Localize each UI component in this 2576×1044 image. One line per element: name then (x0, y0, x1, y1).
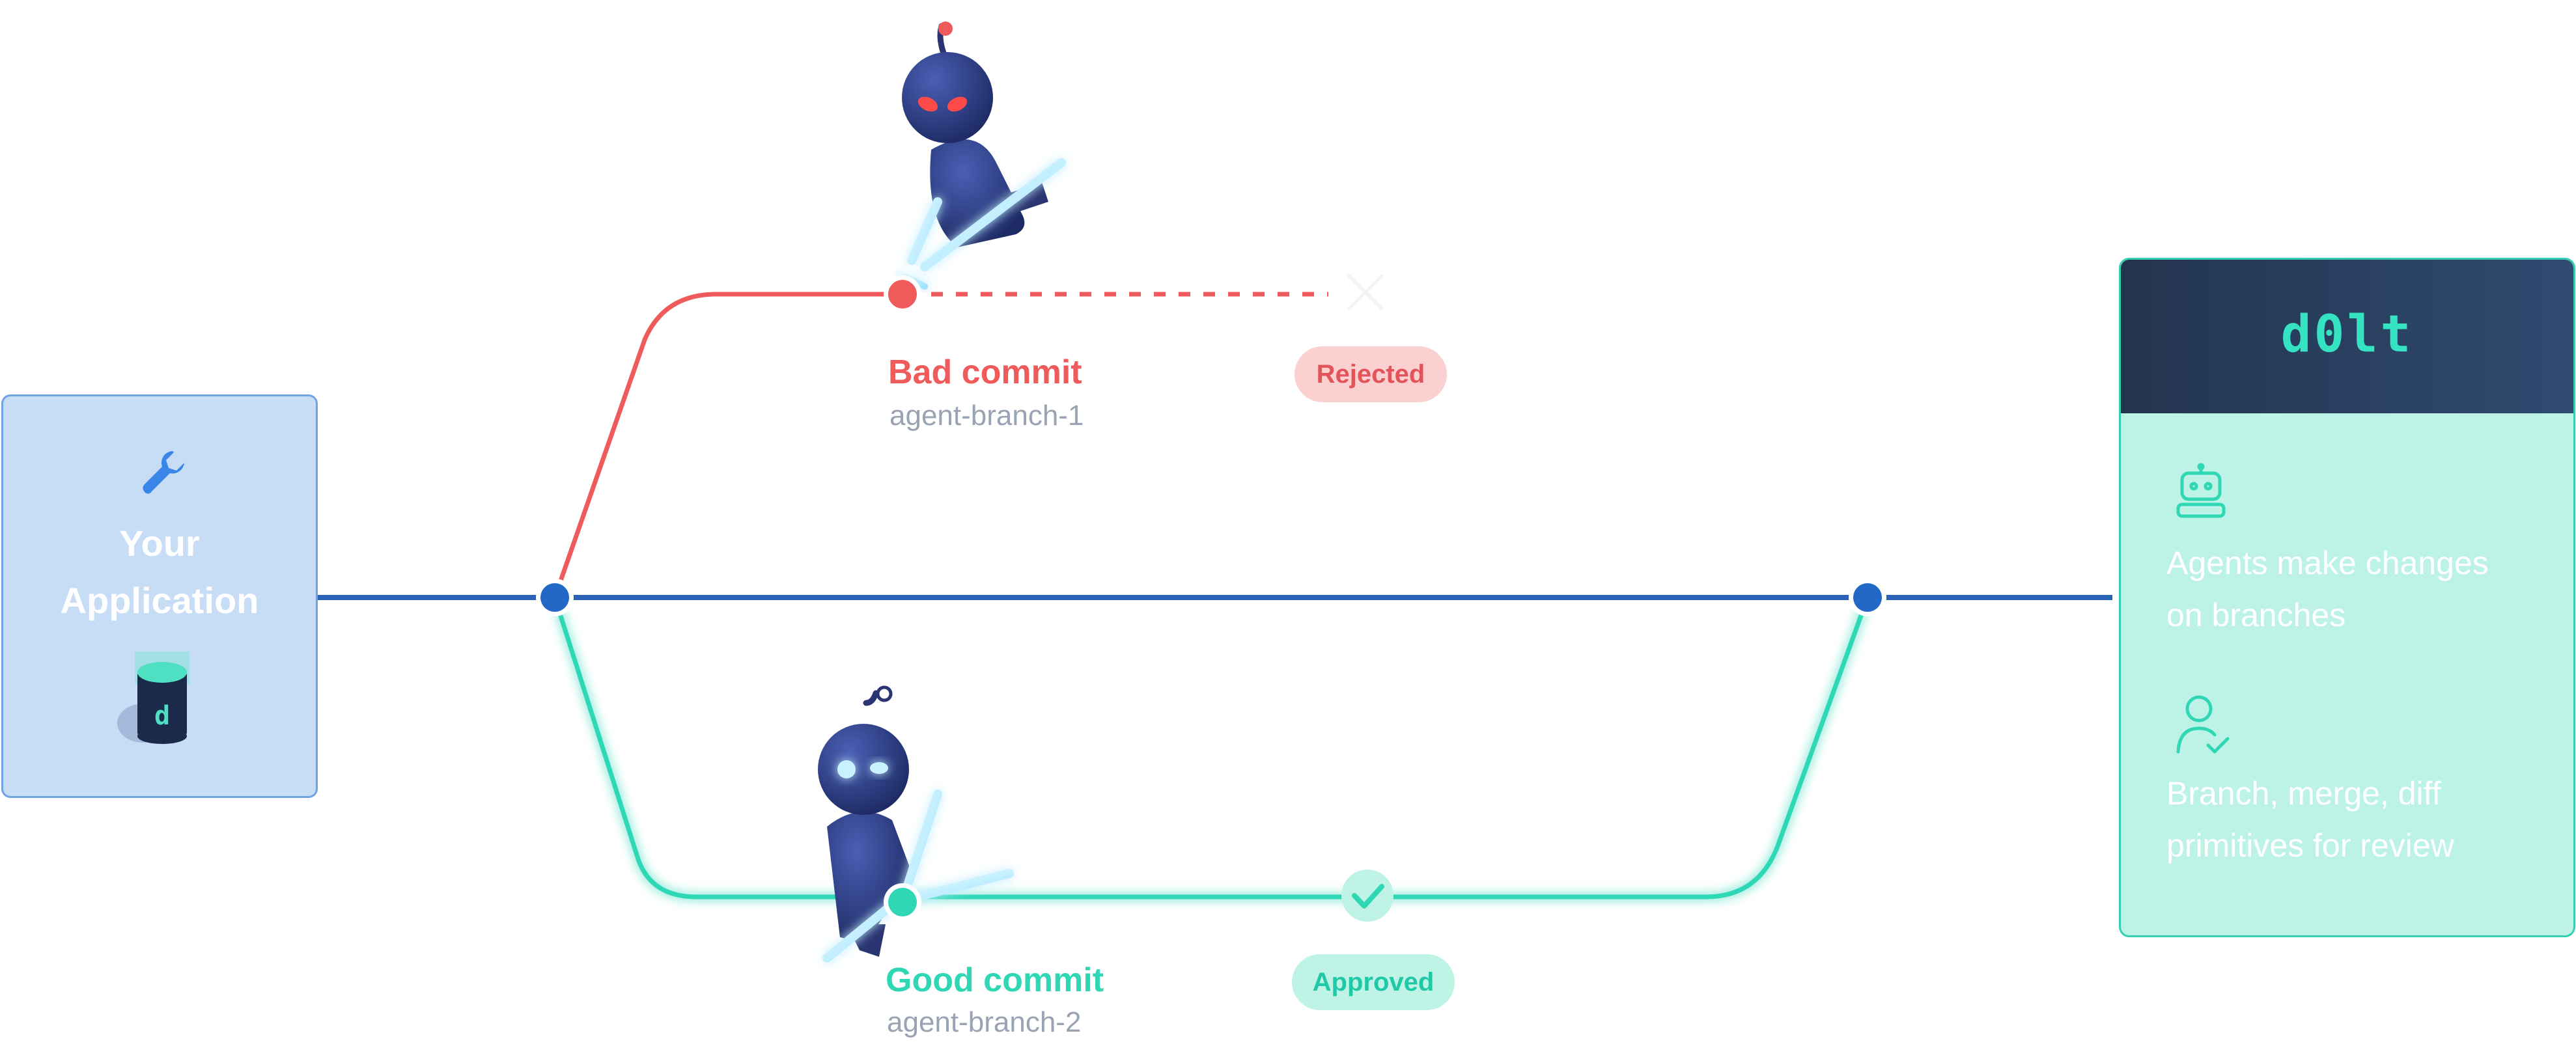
application-title-line-1: Your (119, 523, 200, 564)
bad-commit-node (884, 275, 921, 313)
bad-commit-title: Bad commit (888, 353, 1082, 391)
feature-agents: Agents make changes on branches (2166, 537, 2557, 641)
branch-node (536, 579, 574, 616)
rejected-badge: Rejected (1295, 346, 1447, 402)
wrench-icon (143, 451, 184, 494)
good-agent-robot (818, 685, 1014, 963)
rejected-cross-icon (1347, 274, 1384, 310)
database-icon: d (117, 652, 189, 744)
good-commit-branch: agent-branch-2 (887, 1006, 1082, 1038)
merge-node (1849, 579, 1886, 616)
user-check-icon (2176, 695, 2230, 754)
bad-branch-path (552, 292, 905, 600)
approved-badge: Approved (1292, 954, 1455, 1010)
good-commit-title: Good commit (886, 961, 1104, 999)
feature-review-line-2: primitives for review (2166, 827, 2454, 864)
approved-check-icon (1341, 870, 1393, 922)
feature-review: Branch, merge, diff primitives for revie… (2166, 767, 2557, 872)
good-branch-path (552, 595, 1870, 900)
bad-agent-robot (895, 21, 1066, 290)
dolt-header: d0lt (2121, 260, 2573, 413)
robot-icon (2176, 463, 2226, 518)
dolt-logo: d0lt (2280, 305, 2414, 364)
feature-agents-line-2: on branches (2166, 597, 2346, 633)
feature-agents-line-1: Agents make changes (2166, 545, 2489, 581)
application-title: Your Application (3, 515, 316, 629)
svg-text:d: d (154, 701, 170, 731)
bad-commit-branch: agent-branch-1 (889, 400, 1084, 432)
good-commit-node (884, 883, 921, 921)
application-panel: Your Application d (1, 394, 318, 798)
feature-review-line-1: Branch, merge, diff (2166, 775, 2441, 812)
dolt-panel: d0lt Agents make changes on branches Bra… (2119, 258, 2575, 937)
application-title-line-2: Application (60, 580, 259, 621)
